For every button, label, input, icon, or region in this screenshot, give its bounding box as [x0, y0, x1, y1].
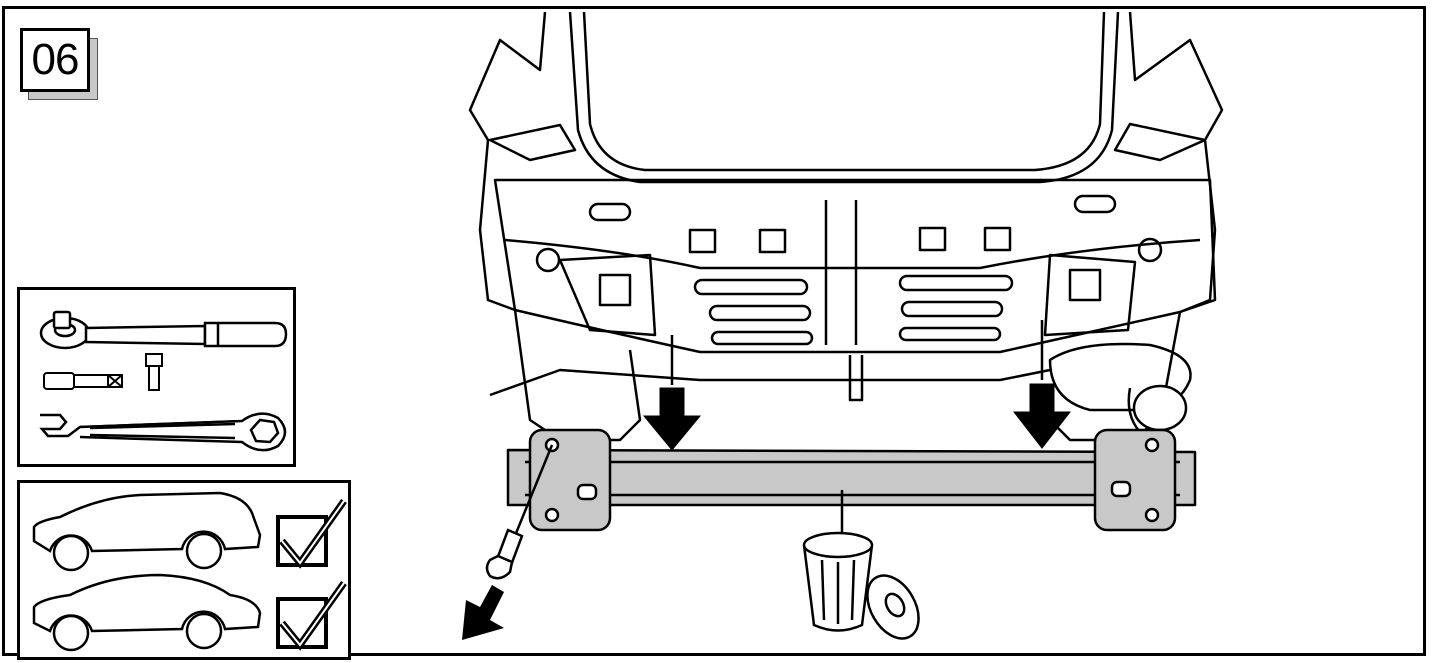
tools-drawing: [39, 310, 288, 452]
checkbox-checked-icon: [276, 498, 347, 569]
wagon-car-icon: [32, 491, 262, 572]
combination-wrench-icon: [39, 412, 287, 452]
left-body-side: [468, 11, 547, 312]
step-number: 06: [20, 28, 90, 92]
tools-panel: [17, 287, 296, 467]
vehicles-drawing: [32, 491, 347, 652]
remove-arrow-icon: [462, 585, 504, 640]
right-body-side: [1128, 11, 1224, 314]
vehicle-applicability-panel: [17, 480, 351, 660]
bolt-icon: [485, 528, 524, 580]
sedan-car-icon: [32, 573, 262, 652]
tailgate-opening: [568, 11, 1120, 184]
rear-panel: [493, 178, 1217, 354]
checkbox-checked-icon: [276, 580, 347, 651]
muffler-exhaust: [1048, 342, 1192, 433]
trash-bin-icon: [802, 531, 920, 640]
socket-bit-icon: [145, 353, 163, 391]
down-arrow-icon: [1012, 320, 1072, 449]
socket-extension-icon: [43, 372, 123, 390]
down-arrow-icon: [642, 335, 702, 451]
ratchet-socket-wrench-icon: [39, 310, 288, 350]
bumper-reinforcement-bar: [506, 428, 1197, 532]
